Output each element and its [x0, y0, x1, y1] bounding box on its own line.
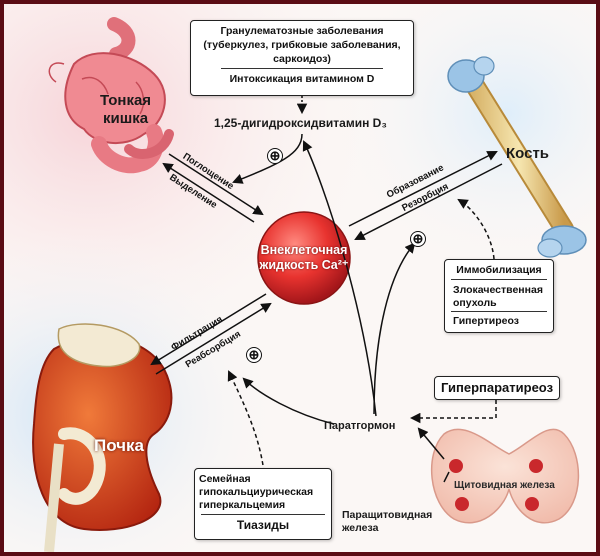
- extracellular-calcium-sphere: [257, 211, 351, 305]
- intestine-label-line1: Тонкая: [100, 92, 152, 109]
- granuloma-line2: (туберкулез, грибковые заболевания,: [203, 39, 401, 51]
- bone-label: Кость: [506, 145, 550, 162]
- familial-text-line3: гиперкальцемия: [199, 499, 286, 511]
- malignancy-text-line1: Злокачественная: [453, 284, 543, 296]
- center-label-line1: Внеклеточная: [260, 243, 348, 257]
- center-label-line2: жидкость Ca²⁺: [259, 258, 349, 272]
- familial-text-line1: Семейная: [199, 473, 251, 485]
- immobilization-text: Иммобилизация: [456, 264, 542, 276]
- bone-box-divider2: [451, 311, 547, 312]
- granuloma-box: Гранулематозные заболевания (туберкулез,…: [190, 20, 414, 96]
- intestine-illustration: [48, 17, 174, 174]
- pth-label: Паратгормон: [324, 420, 396, 432]
- plus-sign-kidney: ⊕: [246, 347, 262, 363]
- granuloma-divider: [221, 68, 383, 69]
- granuloma-line3: саркоидоз): [273, 53, 331, 65]
- diagram-canvas: Гранулематозные заболевания (туберкулез,…: [4, 4, 596, 552]
- plus-sign-vitamin-d: ⊕: [267, 148, 283, 164]
- bone-causes-box: Иммобилизация Злокачественная опухоль Ги…: [444, 259, 554, 333]
- flow-arrows: [150, 96, 503, 483]
- intestine-label: Тонкая кишка: [100, 92, 151, 128]
- bone-illustration: [447, 56, 587, 258]
- dashed-arrows: [227, 198, 497, 473]
- vitamin-d-label: 1,25-дигидроксидвитамин D₃: [214, 116, 387, 130]
- familial-text-line2: гипокальциурическая: [199, 486, 314, 498]
- vitamin-d-intoxication: Интоксикация витамином D: [229, 73, 375, 85]
- plus-sign-bone: ⊕: [410, 231, 426, 247]
- kidney-label: Почка: [94, 436, 145, 455]
- thyroid-illustration: [431, 428, 580, 524]
- kidney-box-divider: [201, 514, 325, 515]
- hyperthyroidism-text: Гипертиреоз: [453, 315, 519, 327]
- thyroid-label: Щитовидная железа: [454, 480, 555, 491]
- parathyroid-label: Паращитовидная железа: [342, 509, 432, 535]
- intestine-label-line2: кишка: [102, 110, 149, 127]
- malignancy-text-line2: опухоль: [453, 297, 497, 309]
- bone-box-divider1: [451, 279, 547, 280]
- parathyroid-label-line1: Паращитовидная: [342, 509, 433, 521]
- hyperparathyroidism-text: Гиперпаратиреоз: [440, 380, 554, 395]
- kidney-causes-box: Семейная гипокальциурическая гиперкальце…: [194, 468, 332, 540]
- extracellular-fluid-label: Внеклеточная жидкость Ca²⁺: [252, 243, 356, 273]
- thiazides-text: Тиазиды: [236, 518, 290, 532]
- hyperparathyroidism-box: Гиперпаратиреоз: [434, 376, 560, 400]
- parathyroid-label-line2: железа: [342, 522, 379, 534]
- granuloma-line1: Гранулематозные заболевания: [220, 25, 384, 37]
